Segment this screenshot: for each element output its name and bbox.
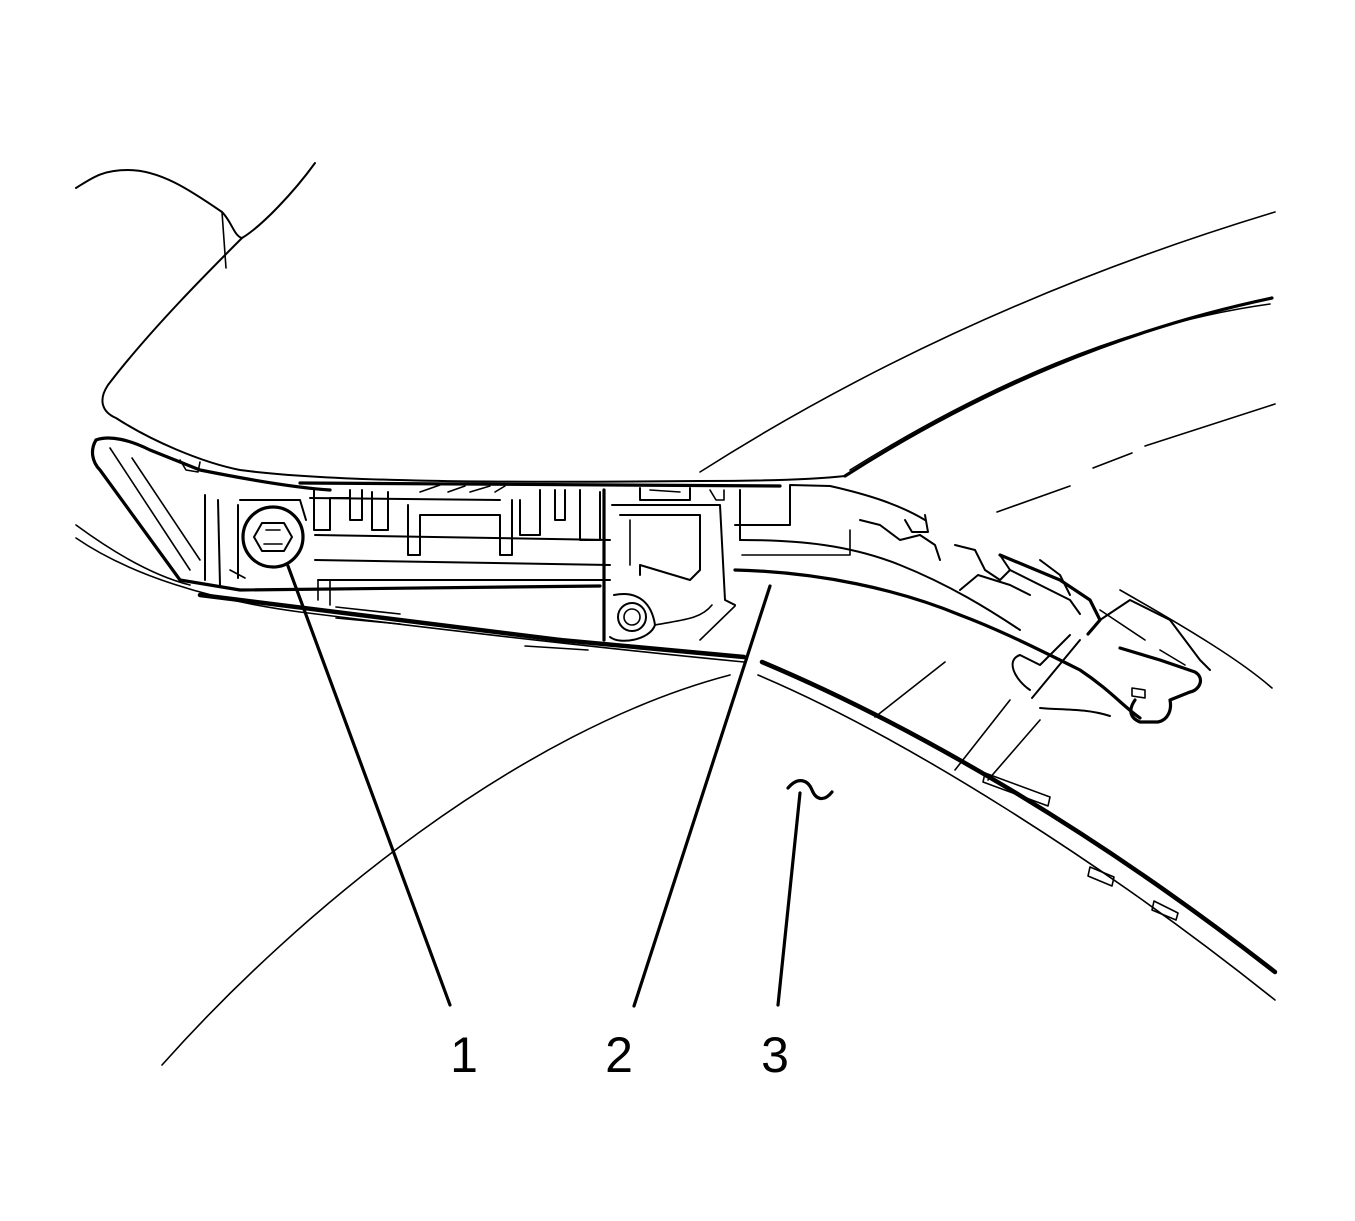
callout-leaders <box>286 564 834 1008</box>
bracket <box>90 436 1211 724</box>
fascia-edge <box>75 524 1278 1001</box>
leader-line-1 <box>286 564 452 1007</box>
leader-line-3 <box>776 791 802 1007</box>
leader-line-2 <box>632 584 772 1008</box>
tilde-marker <box>786 779 834 801</box>
hood-panel <box>75 162 1276 689</box>
callout-labels: 1 2 3 <box>450 1027 789 1083</box>
callout-label-1: 1 <box>450 1027 478 1083</box>
callout-label-2: 2 <box>605 1027 633 1083</box>
wheel-opening <box>161 661 1041 1066</box>
bolt <box>241 505 305 569</box>
callout-label-3: 3 <box>761 1027 789 1083</box>
